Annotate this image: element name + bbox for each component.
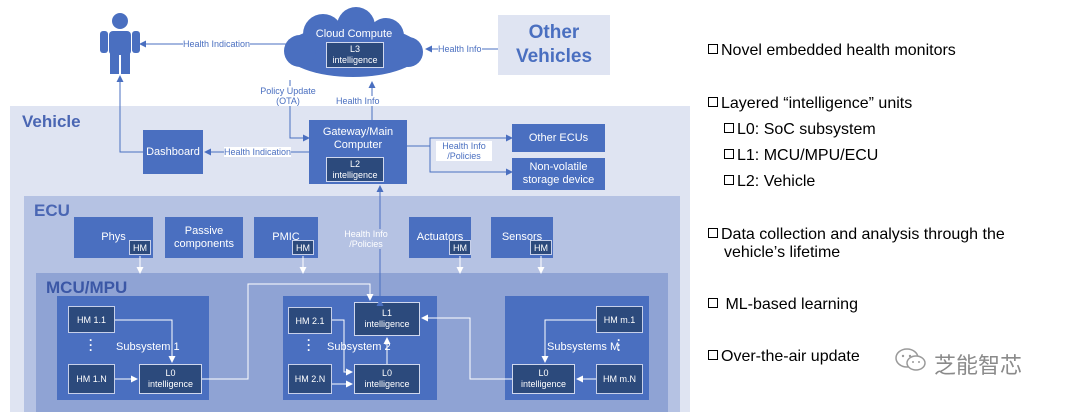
bullet-2: Layered “intelligence” units bbox=[708, 94, 912, 113]
l1-intelligence: L1 intelligence bbox=[354, 302, 420, 336]
other-vehicles-box: Other Vehicles bbox=[498, 15, 610, 75]
bullet-5: L2: Vehicle bbox=[724, 172, 815, 191]
bullet-6-cont: vehicle’s lifetime bbox=[724, 244, 841, 261]
person-icon bbox=[100, 13, 140, 74]
label-health-info-policies-ecu: Health Info /Policies bbox=[338, 229, 394, 249]
dots-1: ··· bbox=[89, 333, 93, 357]
label-health-info-mid: Health Info bbox=[336, 96, 380, 106]
dots-2: ··· bbox=[307, 333, 311, 357]
passive-components-box: Passive components bbox=[165, 217, 243, 258]
label-policy-update: Policy Update (OTA) bbox=[256, 86, 320, 106]
bullet-4: L1: MCU/MPU/ECU bbox=[724, 146, 878, 165]
bullet-8: Over-the-air update bbox=[708, 347, 860, 366]
hm-2-n: HM 2.N bbox=[288, 364, 332, 394]
sensors-hm: HM bbox=[530, 240, 552, 255]
label-health-info-top: Health Info bbox=[438, 44, 482, 54]
hm-m-n: HM m.N bbox=[596, 364, 643, 394]
checkbox-icon bbox=[724, 123, 734, 133]
checkbox-icon bbox=[724, 175, 734, 185]
l0-intelligence-2: L0 intelligence bbox=[354, 364, 420, 394]
bullet-6: Data collection and analysis through the bbox=[708, 225, 1005, 244]
label-health-indication-top: Health Indication bbox=[183, 39, 251, 49]
bullet-1: Novel embedded health monitors bbox=[708, 41, 956, 60]
dashboard-box: Dashboard bbox=[143, 130, 203, 174]
storage-box: Non-volatile storage device bbox=[512, 158, 605, 190]
pmic-hm: HM bbox=[292, 240, 314, 255]
hm-1-1: HM 1.1 bbox=[68, 306, 115, 333]
cloud-title: Cloud Compute bbox=[315, 28, 393, 40]
mcu-title: MCU/MPU bbox=[46, 278, 128, 297]
l3-intelligence: L3 intelligence bbox=[326, 42, 384, 68]
other-ecus-box: Other ECUs bbox=[512, 124, 605, 152]
phys-box: Phys bbox=[74, 217, 153, 258]
phys-hm: HM bbox=[129, 240, 151, 255]
checkbox-icon bbox=[708, 298, 718, 308]
label-health-info-policies-right: Health Info /Policies bbox=[436, 141, 492, 161]
subsystem-m-label: Subsystems M bbox=[547, 341, 620, 353]
hm-1-n: HM 1.N bbox=[68, 364, 115, 394]
vehicle-title: Vehicle bbox=[22, 112, 81, 131]
ecu-title: ECU bbox=[34, 201, 70, 220]
watermark-text: 芝能智芯 bbox=[934, 354, 1023, 379]
subsystem-1-label: Subsystem 1 bbox=[116, 341, 180, 353]
checkbox-icon bbox=[708, 44, 718, 54]
checkbox-icon bbox=[708, 97, 718, 107]
dots-m: ··· bbox=[617, 333, 621, 357]
actuators-hm: HM bbox=[449, 240, 471, 255]
hm-m-1: HM m.1 bbox=[596, 306, 643, 333]
subsystem-2-label: Subsystem 2 bbox=[327, 341, 391, 353]
checkbox-icon bbox=[724, 149, 734, 159]
hm-2-1: HM 2.1 bbox=[288, 307, 332, 334]
bullet-3: L0: SoC subsystem bbox=[724, 120, 876, 139]
wechat-icon bbox=[895, 348, 926, 371]
l2-intelligence: L2 intelligence bbox=[326, 157, 384, 182]
l0-intelligence-m: L0 intelligence bbox=[512, 364, 575, 394]
bullet-7: ML-based learning bbox=[708, 295, 858, 314]
checkbox-icon bbox=[708, 350, 718, 360]
l0-intelligence-1: L0 intelligence bbox=[139, 364, 202, 394]
checkbox-icon bbox=[708, 228, 718, 238]
label-health-indication-mid: Health Indication bbox=[224, 147, 292, 157]
